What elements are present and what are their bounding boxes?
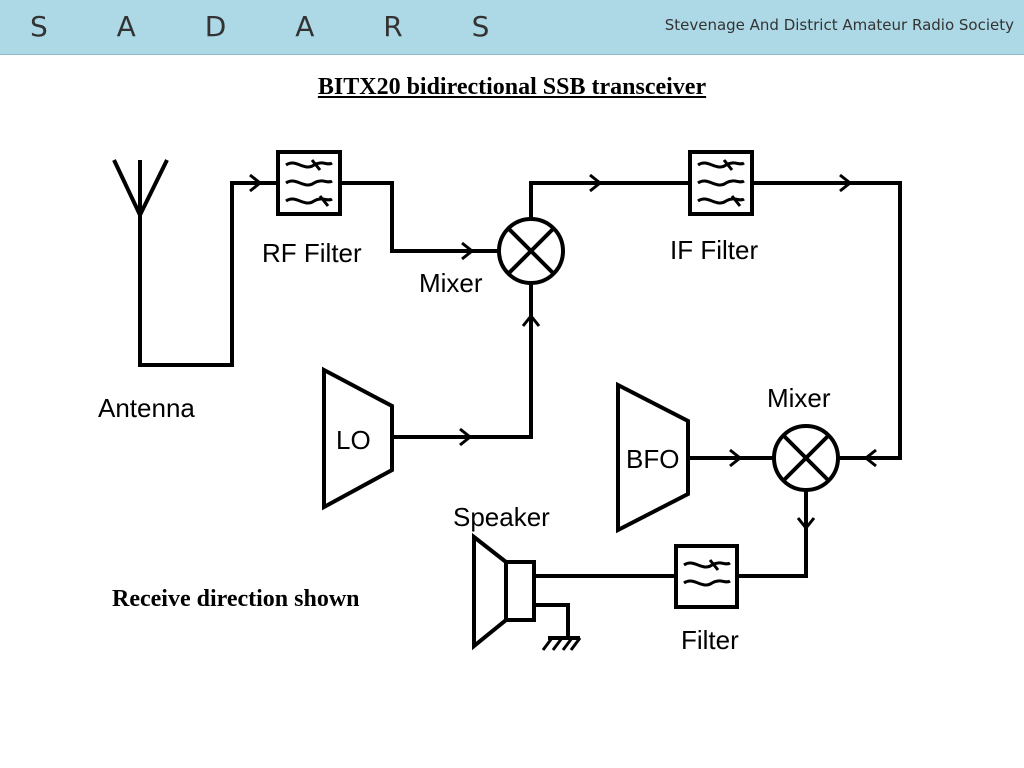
mixer2-icon <box>772 424 840 492</box>
wire-lo-mixer1 <box>392 283 533 439</box>
arrow-right-icon <box>839 173 853 193</box>
wire-antenna-rf <box>138 181 278 367</box>
sadars-logo: S A D A R S <box>30 10 520 43</box>
wire-if-mixer2 <box>752 181 902 460</box>
mixer1-label: Mixer <box>419 268 483 298</box>
arrow-up-icon <box>521 313 541 327</box>
speaker-icon <box>472 532 536 651</box>
receive-direction-note: Receive direction shown <box>112 586 360 612</box>
filter-label: Filter <box>681 625 739 655</box>
lo-label: LO <box>336 425 371 455</box>
society-name: Stevenage And District Amateur Radio Soc… <box>664 16 1014 34</box>
arrow-right-icon <box>461 241 475 261</box>
arrow-right-icon <box>729 448 743 468</box>
arrow-right-icon <box>249 173 263 193</box>
mixer1-icon <box>497 217 565 285</box>
wires <box>138 181 902 638</box>
speaker-label: Speaker <box>453 502 550 532</box>
mixer2-label: Mixer <box>767 383 831 413</box>
lo-oscillator-block <box>322 366 394 511</box>
arrow-right-icon <box>459 427 473 447</box>
if-filter-label: IF Filter <box>670 235 758 265</box>
wire-speaker-ground <box>534 603 570 638</box>
signal-arrows <box>249 173 877 531</box>
rf-filter-block <box>276 150 342 216</box>
wire-mixer2-filter <box>737 490 808 578</box>
arrow-down-icon <box>796 517 816 531</box>
arrow-left-icon <box>863 448 877 468</box>
wire-rf-mixer1 <box>340 181 500 253</box>
wire-mixer1-if <box>529 181 690 220</box>
ground-icon <box>541 636 582 651</box>
antenna-label: Antenna <box>98 393 195 423</box>
header-bar: S A D A R S Stevenage And District Amate… <box>0 0 1024 55</box>
arrow-right-icon <box>589 173 603 193</box>
audio-filter-block <box>674 544 739 609</box>
rf-filter-label: RF Filter <box>262 238 362 268</box>
bfo-label: BFO <box>626 444 679 474</box>
if-filter-block <box>688 150 754 216</box>
antenna-icon <box>112 159 169 216</box>
slide-title: BITX20 bidirectional SSB transceiver <box>317 74 707 100</box>
bfo-oscillator-block <box>616 381 690 534</box>
